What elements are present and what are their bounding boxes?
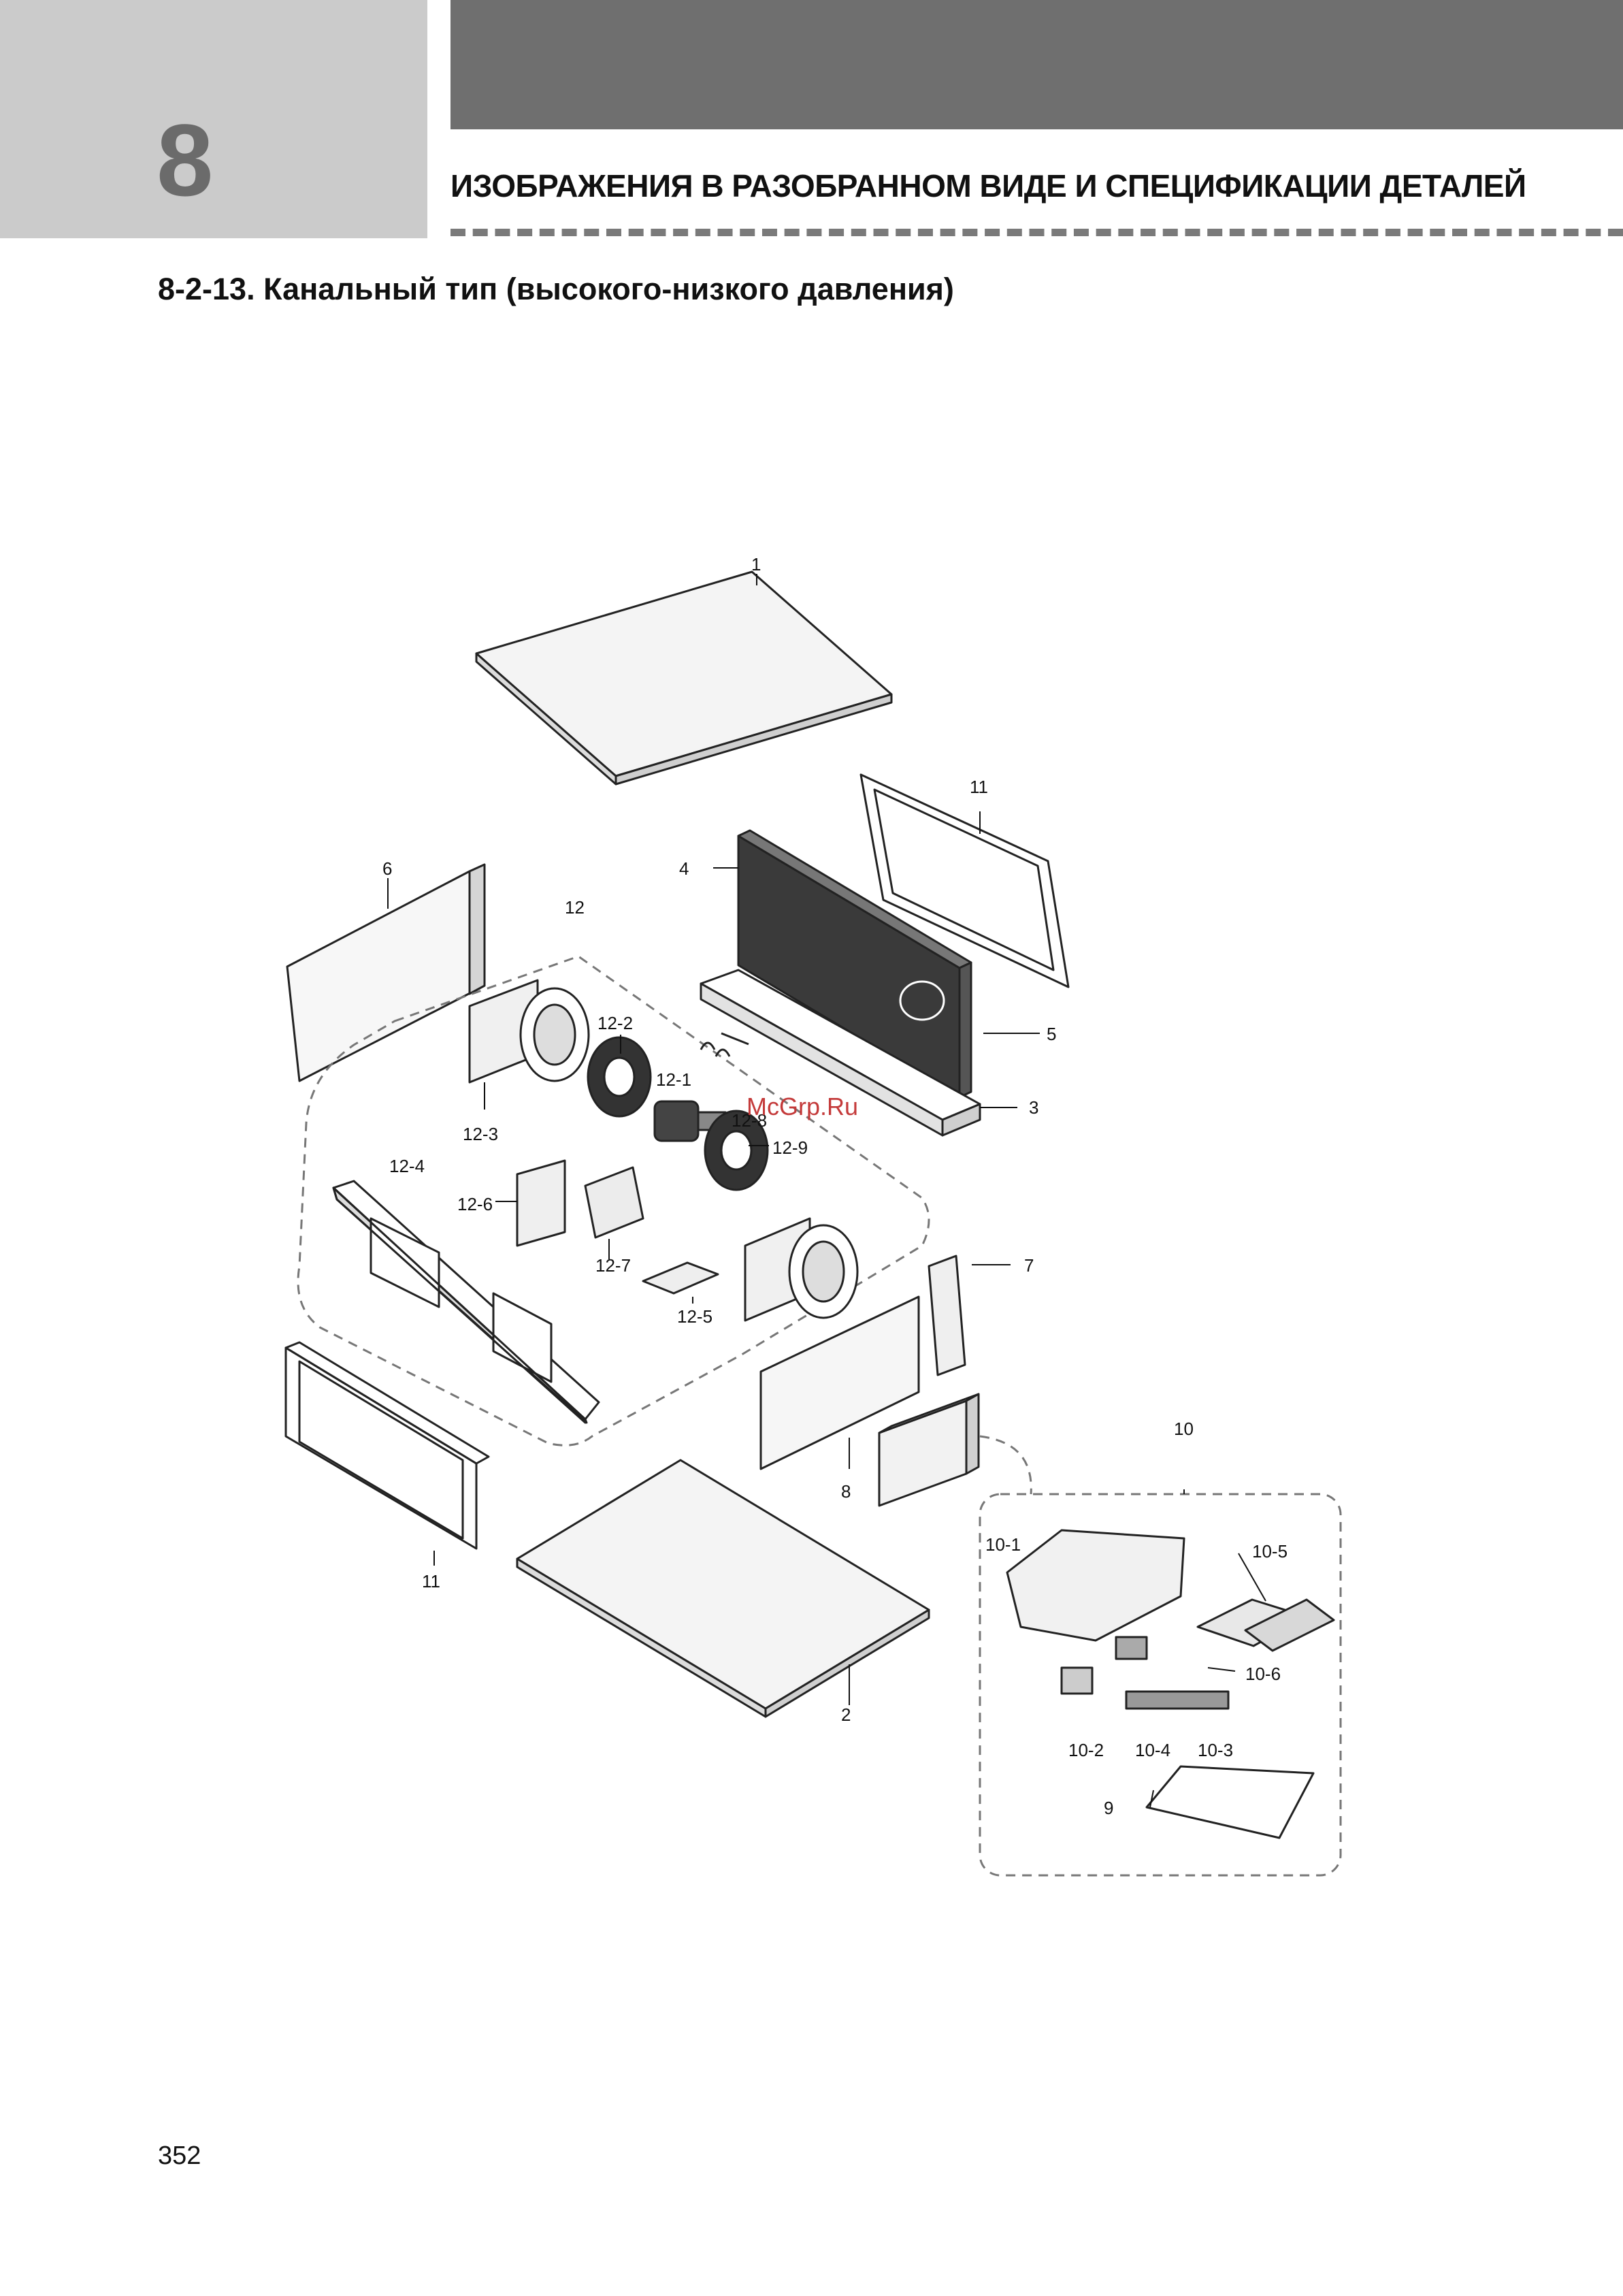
control-enclosure-part — [1007, 1530, 1184, 1640]
bottom-panel-part — [517, 1460, 929, 1717]
part-label-10: 10 — [1174, 1419, 1194, 1439]
part-label-10-1: 10-1 — [985, 1534, 1021, 1555]
watermark: McGrp.Ru — [747, 1095, 858, 1119]
part-label-11-lower: 11 — [422, 1571, 440, 1591]
part-label-10-4: 10-4 — [1135, 1740, 1170, 1760]
support-part — [643, 1263, 718, 1293]
part-label-12-7: 12-7 — [595, 1255, 631, 1276]
side-panel-left-part — [287, 864, 485, 1081]
part-label-9: 9 — [1104, 1798, 1113, 1818]
relay-part — [1116, 1637, 1147, 1659]
part-label-12-5: 12-5 — [677, 1306, 712, 1327]
module-part — [1062, 1668, 1092, 1694]
part-label-2: 2 — [841, 1704, 851, 1725]
motor-mount-part — [585, 1167, 643, 1238]
part-label-10-2: 10-2 — [1068, 1740, 1104, 1760]
part-label-11-upper: 11 — [970, 777, 988, 797]
part-label-10-5: 10-5 — [1252, 1541, 1288, 1562]
part-label-10-3: 10-3 — [1198, 1740, 1233, 1760]
part-label-12-6: 12-6 — [457, 1194, 493, 1214]
motor-clips-part — [701, 1033, 749, 1056]
part-label-12-4: 12-4 — [389, 1156, 425, 1176]
page-number: 352 — [158, 2143, 201, 2169]
part-label-7: 7 — [1024, 1255, 1034, 1276]
part-label-12: 12 — [565, 897, 585, 918]
fan-housing-left-part — [470, 980, 589, 1082]
top-panel-part — [476, 572, 891, 784]
frame-lower-part — [286, 1342, 489, 1549]
bracket-part — [517, 1161, 565, 1246]
part-label-12-1: 12-1 — [656, 1069, 691, 1090]
blower-wheel-left-part — [588, 1037, 651, 1116]
part-label-6: 6 — [382, 858, 392, 879]
part-label-3: 3 — [1029, 1097, 1038, 1118]
side-bracket-right-part — [929, 1256, 965, 1375]
part-label-4: 4 — [679, 858, 689, 879]
part-label-8: 8 — [841, 1481, 851, 1502]
part-label-1: 1 — [751, 554, 761, 575]
control-box-part — [879, 1394, 979, 1506]
part-label-10-6: 10-6 — [1245, 1664, 1281, 1684]
part-label-12-9: 12-9 — [772, 1137, 808, 1158]
fan-housing-right-part — [745, 1218, 857, 1321]
part-label-12-2: 12-2 — [597, 1013, 633, 1033]
part-label-12-3: 12-3 — [463, 1124, 498, 1144]
terminal-block-part — [1126, 1692, 1228, 1709]
part-label-5: 5 — [1047, 1024, 1056, 1044]
cover-plate-part — [1147, 1766, 1313, 1838]
